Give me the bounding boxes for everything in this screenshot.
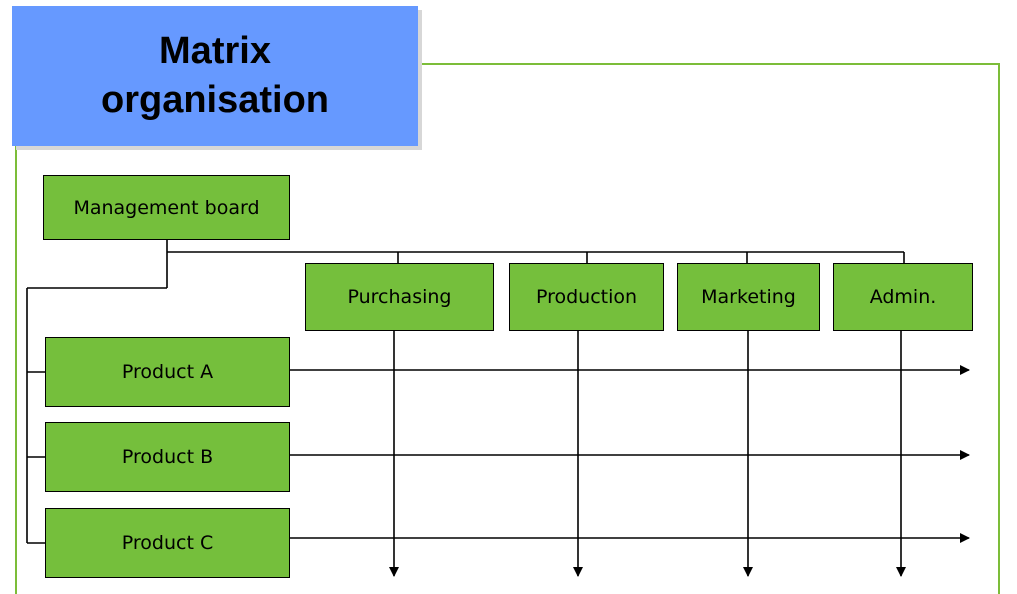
product-c-box: Product C bbox=[45, 508, 290, 578]
marketing-box: Marketing bbox=[677, 263, 820, 331]
purchasing-box: Purchasing bbox=[305, 263, 494, 331]
product-b-box: Product B bbox=[45, 422, 290, 492]
production-box: Production bbox=[509, 263, 664, 331]
management-board-box: Management board bbox=[43, 175, 290, 240]
diagram-frame bbox=[15, 63, 1000, 594]
slide-title: Matrix organisation bbox=[12, 6, 418, 146]
admin-box: Admin. bbox=[833, 263, 973, 331]
product-a-box: Product A bbox=[45, 337, 290, 407]
